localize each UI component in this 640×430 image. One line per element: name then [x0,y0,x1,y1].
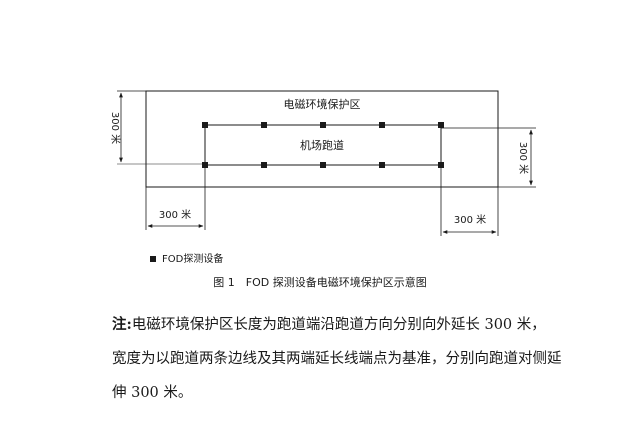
fod-device-top-4 [379,122,385,128]
fod-device-top-2 [261,122,267,128]
fod-device-top-3 [320,122,326,128]
zone-label: 电磁环境保护区 [284,97,361,111]
figure-caption: 图 1 FOD 探测设备电磁环境保护区示意图 [213,276,427,289]
legend-label: FOD探测设备 [162,252,223,265]
note-line-1-text: 电磁环境保护区长度为跑道端沿跑道方向分别向外延长 300 米， [131,317,546,333]
right-horizontal-dim-label: 300 米 [454,213,486,226]
fod-device-bottom-2 [261,162,267,168]
fod-device-bottom-4 [379,162,385,168]
note-line-1: 注:电磁环境保护区长度为跑道端沿跑道方向分别向外延长 300 米， [112,308,592,342]
fod-device-bottom-3 [320,162,326,168]
right-vertical-dim-label: 300 米 [517,142,530,174]
fod-device-top-5 [438,122,444,128]
left-horizontal-dim-label: 300 米 [159,208,191,221]
legend-square-icon [150,256,156,262]
note-line-2: 宽度为以跑道两条边线及其两端延长线端点为基准，分别向跑道对侧延 [112,351,562,367]
fod-device-top-1 [202,122,208,128]
runway-label: 机场跑道 [300,138,344,152]
note-label: 注: [112,316,132,333]
protection-zone-rect [145,90,499,188]
note-block: 注:电磁环境保护区长度为跑道端沿跑道方向分别向外延长 300 米， 宽度为以跑道… [112,308,592,410]
note-line-3: 伸 300 米。 [112,385,193,401]
left-vertical-dim-label: 300 米 [109,112,122,144]
